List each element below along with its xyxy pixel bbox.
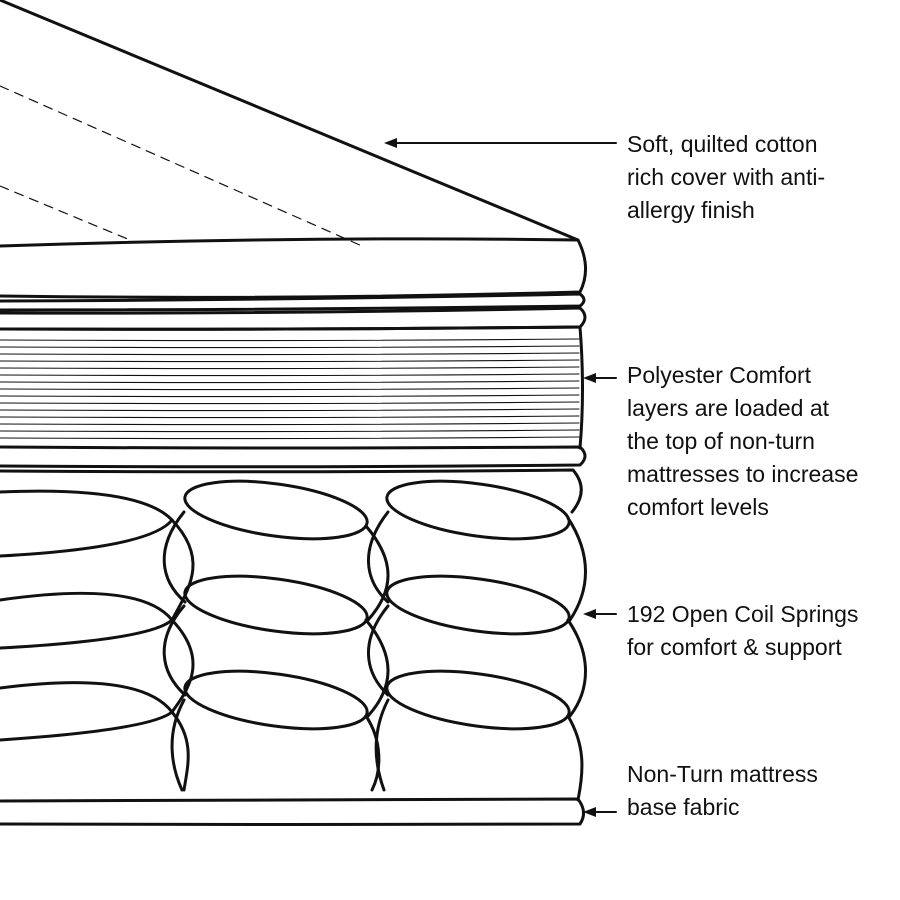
lower-trim xyxy=(0,445,587,514)
comfort-layer-line xyxy=(0,422,580,426)
comfort-layer-line xyxy=(0,415,580,419)
comfort-layer-line xyxy=(0,352,580,356)
border-trim xyxy=(0,292,587,331)
comfort-layer-line xyxy=(0,373,580,377)
open-coil-springs xyxy=(0,479,587,802)
comfort-layer-line xyxy=(0,429,580,433)
comfort-layer-line xyxy=(0,401,580,405)
comfort-layer-line xyxy=(0,436,580,440)
quilting-stitch-lines xyxy=(0,85,363,247)
cover-label: Soft, quilted cotton rich cover with ant… xyxy=(627,131,826,223)
polyester-comfort-layers xyxy=(0,325,584,450)
coil-springs-label: 192 Open Coil Springs for comfort & supp… xyxy=(627,601,859,660)
comfort-layers-label: Polyester Comfort layers are loaded at t… xyxy=(627,362,859,520)
comfort-layer-line xyxy=(0,366,580,370)
comfort-layer-line xyxy=(0,394,580,398)
comfort-layer-line xyxy=(0,345,580,349)
comfort-layer-line xyxy=(0,408,580,412)
comfort-layer-line xyxy=(0,387,580,391)
quilted-cover xyxy=(0,0,587,299)
comfort-layer-line xyxy=(0,338,580,342)
comfort-layer-line xyxy=(0,380,580,384)
comfort-layer-line xyxy=(0,359,580,363)
base-fabric xyxy=(0,797,585,826)
base-fabric-label: Non-Turn mattress base fabric xyxy=(627,761,818,820)
pointer-arrows xyxy=(384,138,617,817)
